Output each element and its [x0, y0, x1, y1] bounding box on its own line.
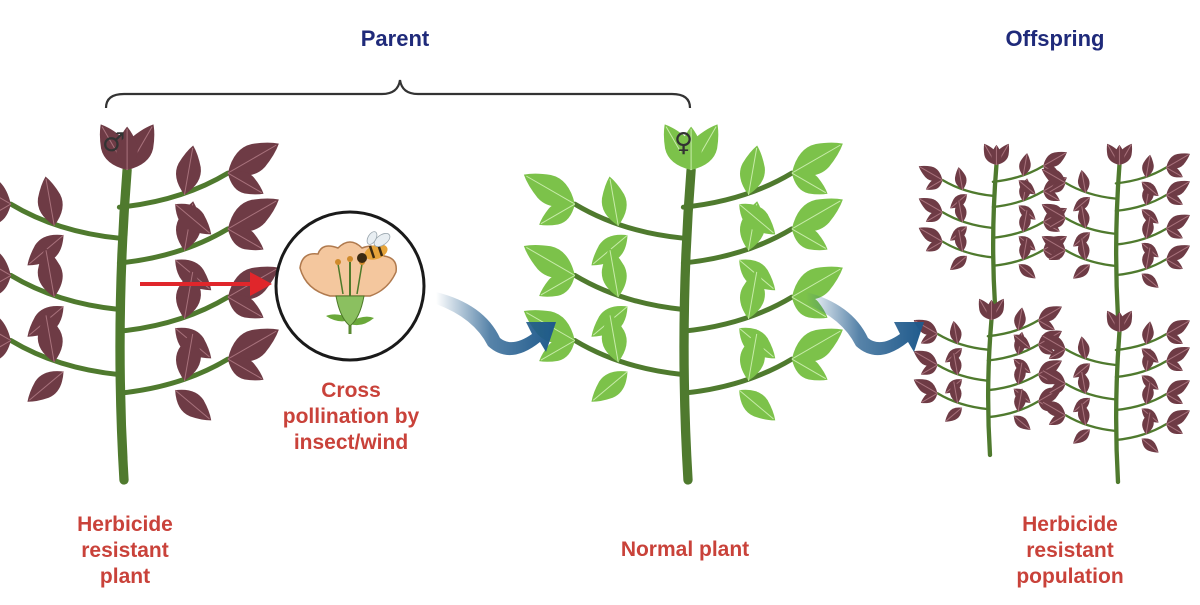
flower-bee-icon [274, 210, 426, 362]
offspring-plant [1041, 310, 1190, 485]
offspring-plant [1041, 143, 1190, 321]
stem [679, 165, 696, 485]
offspring-plant [918, 143, 1067, 308]
female-symbol-icon: ♀ [674, 128, 694, 158]
offspring-plant [913, 298, 1062, 458]
stem [985, 317, 994, 458]
stem [115, 165, 132, 485]
resistant-population-label: Herbicide resistant population [1016, 513, 1124, 588]
offspring-heading: Offspring [1005, 26, 1105, 51]
curved-arrow-icon [436, 292, 556, 356]
curved-arrow-icon [806, 292, 924, 356]
normal-plant-label: Normal plant [620, 538, 750, 561]
male-symbol-icon: ♂ [102, 128, 126, 158]
stem [1113, 162, 1122, 321]
stem [1113, 329, 1122, 485]
leaf [0, 202, 11, 226]
pollination-label: Cross pollination by insect/wind [282, 379, 420, 454]
stem [990, 162, 999, 308]
leaf [0, 338, 11, 362]
normal-parent-plant [523, 124, 843, 485]
leaf [0, 273, 11, 297]
brace-icon [104, 79, 692, 109]
resistant-plant-label: Herbicide resistant plant [77, 513, 173, 588]
red-arrow-icon [140, 272, 272, 296]
parent-heading: Parent [360, 26, 430, 51]
resistant-parent-plant [0, 124, 279, 485]
